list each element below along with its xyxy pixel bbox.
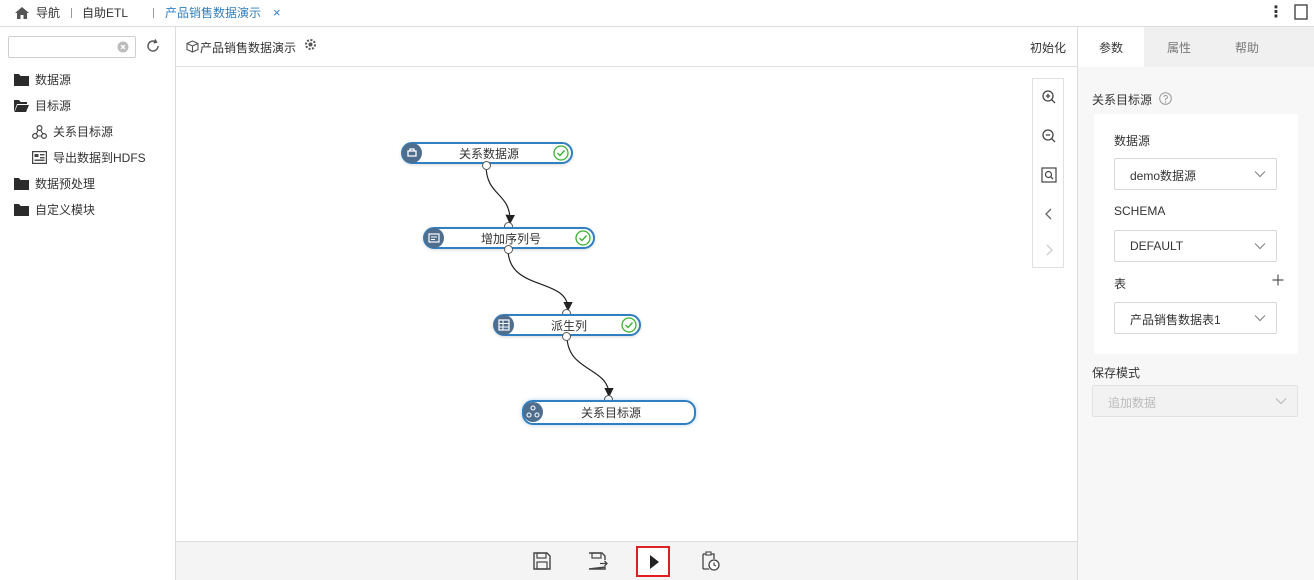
table-select[interactable]: 产品销售数据表1 [1114,302,1277,334]
top-bar: 导航 自助ETL 产品销售数据演示 × ⋮ [0,0,1314,27]
check-circle-icon [575,230,591,246]
tree-item-label: 关系目标源 [53,125,114,139]
tab-product-sales-demo[interactable]: 产品销售数据演示 [165,6,262,20]
tree-item-hdfs-export[interactable]: 导出数据到HDFS [32,148,172,168]
datasource-value: demo数据源 [1130,169,1197,183]
etl-tab[interactable]: 自助ETL [82,6,129,20]
node-label: 派生列 [550,319,587,333]
schema-value: DEFAULT [1130,239,1184,253]
tab-properties[interactable]: 属性 [1166,41,1191,55]
folder-icon [14,178,29,190]
add-table-icon[interactable] [1272,274,1284,286]
schema-label: SCHEMA [1114,204,1166,218]
flow-icon [186,40,199,53]
tree-item-custom-module[interactable]: 自定义模块 [14,200,164,220]
tree-item-target[interactable]: 目标源 [14,96,164,116]
zoom-in-icon[interactable] [1040,88,1058,106]
datasource-select[interactable]: demo数据源 [1114,158,1277,190]
table-label: 表 [1114,277,1127,291]
save-as-icon[interactable] [586,550,608,572]
gear-icon[interactable] [304,38,317,51]
section-title: 关系目标源 [1092,93,1153,107]
tree-item-relation-target[interactable]: 关系目标源 [32,122,172,142]
flow-canvas[interactable]: 产品销售数据演示 初始化 [176,27,1078,541]
right-panel: » 参数 属性 帮助 关系目标源 数据源 demo数据源 SCHEMA DEFA… [1078,27,1314,580]
chevron-down-icon [1254,315,1266,322]
tree-item-label: 导出数据到HDFS [53,151,146,165]
bottom-toolbar [176,541,1078,580]
relation-target-icon [32,125,47,139]
table-value: 产品销售数据表1 [1130,313,1221,327]
fit-view-icon[interactable] [1040,166,1058,184]
folder-icon [14,74,29,86]
flow-node-relation-source[interactable]: 关系数据源 [401,142,573,164]
flow-connectors [485,164,614,398]
canvas-header: 产品销售数据演示 初始化 [176,27,1078,67]
nav-label: 导航 [36,6,61,20]
save-mode-value: 追加数据 [1108,396,1157,410]
derived-column-icon [494,315,514,335]
init-button[interactable]: 初始化 [1029,41,1066,55]
node-label: 增加序列号 [480,232,541,246]
zoom-out-icon[interactable] [1040,127,1058,145]
tree-item-preprocess[interactable]: 数据预处理 [14,174,164,194]
refresh-icon[interactable] [145,38,161,54]
relation-target-icon [523,402,543,422]
play-icon [650,555,659,569]
tab-params[interactable]: 参数 [1078,27,1144,67]
target-settings-card: 数据源 demo数据源 SCHEMA DEFAULT 表 产品销售数据表1 [1094,114,1298,354]
hdfs-export-icon [32,151,47,164]
connector [566,335,614,398]
chevron-down-icon [1254,171,1266,178]
tab-help[interactable]: 帮助 [1234,41,1259,55]
chevron-left-icon[interactable] [1040,205,1058,223]
save-icon[interactable] [531,550,553,572]
divider [153,8,154,18]
node-output-port[interactable] [504,245,513,254]
schedule-icon[interactable] [699,550,721,572]
divider [71,8,72,18]
help-icon[interactable] [1159,92,1172,105]
schema-select[interactable]: DEFAULT [1114,230,1277,262]
relation-source-icon [402,143,422,163]
node-label: 关系目标源 [580,406,641,420]
tree-item-label: 数据预处理 [35,177,96,191]
check-circle-icon [621,317,637,333]
tree-item-label: 自定义模块 [35,203,96,217]
page-title: 产品销售数据演示 [200,41,297,55]
params-panel: 关系目标源 数据源 demo数据源 SCHEMA DEFAULT 表 产品销售数… [1078,67,1314,580]
flow-node-relation-target[interactable]: 关系目标源 [522,400,696,425]
tree-item-label: 目标源 [35,99,72,113]
datasource-label: 数据源 [1114,134,1151,148]
node-label: 关系数据源 [458,147,519,161]
chevron-down-icon [1254,243,1266,250]
chevron-right-icon[interactable] [1040,241,1058,259]
window-icon[interactable] [1294,4,1308,20]
more-vertical-icon[interactable]: ⋮ [1268,4,1284,21]
check-circle-icon [553,145,569,161]
node-output-port[interactable] [482,161,491,170]
search-box[interactable] [8,36,136,58]
add-sequence-icon [424,228,444,248]
connector [485,164,516,225]
save-mode-select[interactable]: 追加数据 [1092,385,1298,417]
folder-icon [14,204,29,216]
tree-item-label: 数据源 [35,73,72,87]
left-panel: 数据源 目标源 关系目标源 导出数据到HDFS 数据预处理 [0,27,176,580]
run-button[interactable] [636,546,670,577]
chevron-down-icon [1275,398,1287,405]
right-panel-tabs: » 参数 属性 帮助 [1078,27,1314,67]
connector [507,248,573,312]
zoom-toolbar [1032,78,1064,268]
clear-icon[interactable] [117,41,129,53]
tree-item-datasource[interactable]: 数据源 [14,70,164,90]
search-input[interactable] [13,37,113,57]
tab-close-icon[interactable]: × [273,5,281,20]
home-icon [15,7,29,19]
folder-open-icon [14,100,29,112]
node-output-port[interactable] [562,332,571,341]
save-mode-label: 保存模式 [1092,366,1141,380]
